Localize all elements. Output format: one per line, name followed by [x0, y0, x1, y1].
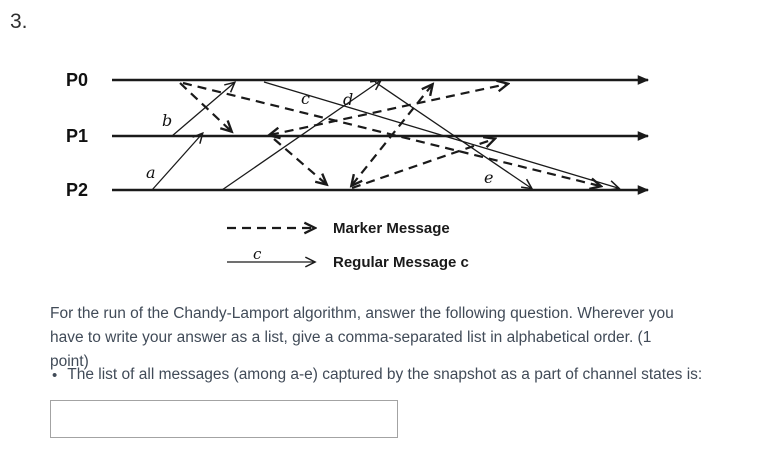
question-bullet-text: The list of all messages (among a-e) cap…	[67, 366, 703, 383]
marker-message-p2-to-p1-line	[351, 139, 494, 190]
process-p2-label: P2	[66, 180, 88, 200]
message-b-line	[171, 83, 234, 137]
bullet-marker: •	[52, 367, 58, 384]
question-bullet-row: • The list of all messages (among a-e) c…	[52, 366, 702, 386]
message-a-line	[151, 134, 202, 191]
message-e-label: e	[484, 168, 493, 187]
process-p0-label: P0	[66, 70, 88, 90]
question-instructions: For the run of the Chandy-Lamport algori…	[50, 305, 674, 370]
process-p1-label: P1	[66, 126, 88, 146]
legend-label-marker-message: Marker Message	[333, 220, 450, 237]
message-c-label: c	[301, 89, 310, 108]
answer-input[interactable]	[50, 400, 398, 438]
message-b-label: b	[162, 111, 172, 130]
question-number: 3.	[10, 10, 28, 33]
marker-message-p2-to-p0-line	[352, 85, 432, 185]
message-d-label: d	[343, 90, 353, 109]
legend-label-regular-message: Regular Message c	[333, 254, 469, 271]
message-a-label: a	[146, 163, 156, 182]
legend-regular-sample-letter: c	[253, 245, 262, 263]
marker-message-p1-to-p2-line	[273, 138, 326, 184]
marker-message-p0-to-p1-line	[179, 82, 231, 131]
